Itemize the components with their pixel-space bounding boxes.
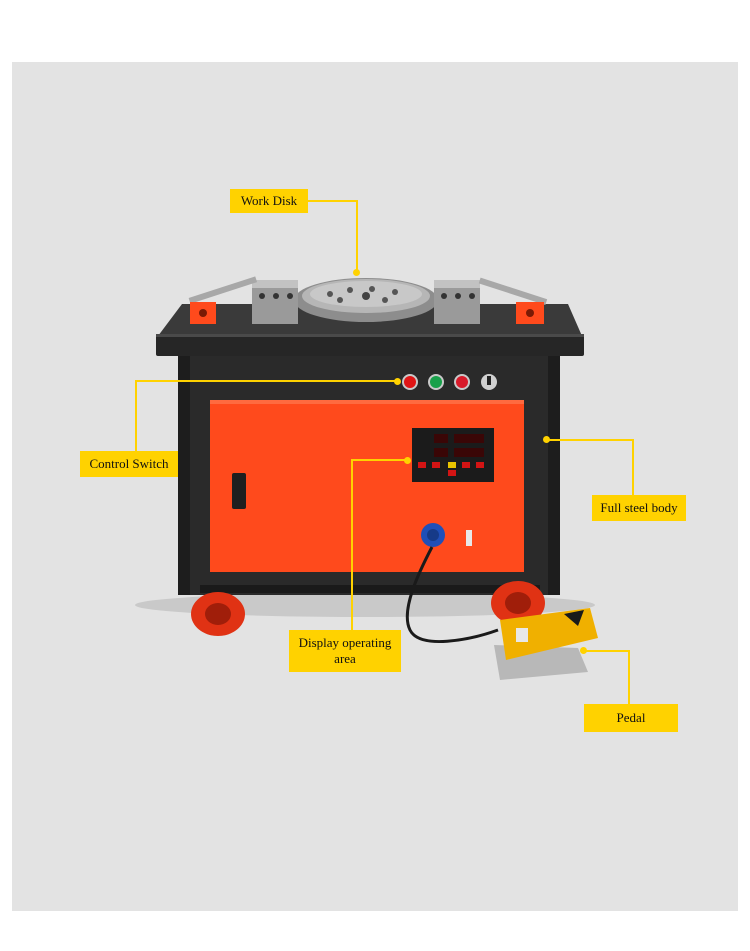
control-switch-leader-v [135, 380, 137, 451]
full-steel-body-text: Full steel body [600, 500, 678, 516]
work-disk-label: Work Disk [230, 189, 308, 213]
display-operating-area-leader-h [351, 459, 407, 461]
control-switch-leader-h [135, 380, 397, 382]
right-wheel [491, 581, 545, 625]
foot-pedal [494, 608, 598, 680]
full-steel-body-label: Full steel body [592, 495, 686, 521]
left-guide [188, 276, 298, 324]
pedal-text: Pedal [616, 710, 646, 726]
pedal-label: Pedal [584, 704, 678, 732]
work-disk-leader-h [308, 200, 358, 202]
full-steel-body-leader-h [548, 439, 634, 441]
display-operating-panel [412, 428, 494, 482]
work-disk-leader-v [356, 200, 358, 272]
pedal-leader-h [584, 650, 630, 652]
control-switch-row [402, 374, 497, 390]
display-operating-area-label: Display operating area [289, 630, 401, 672]
right-guide [434, 277, 548, 324]
pedal-leader-v [628, 650, 630, 704]
full-steel-body-dot [543, 436, 550, 443]
full-steel-body-leader-v [632, 439, 634, 495]
display-operating-area-dot [404, 457, 411, 464]
display-operating-area-leader-v [351, 459, 353, 630]
power-socket [421, 523, 472, 547]
work-disk-dot [353, 269, 360, 276]
display-operating-area-text-line1: Display operating [298, 635, 392, 651]
display-operating-area-text-line2: area [334, 651, 356, 666]
pedal-dot [580, 647, 587, 654]
control-switch-label: Control Switch [80, 451, 178, 477]
control-switch-text: Control Switch [89, 456, 169, 472]
work-disk-text: Work Disk [240, 193, 298, 209]
orange-front-door [210, 400, 524, 572]
control-switch-dot [394, 378, 401, 385]
work-disk [294, 278, 438, 322]
left-wheel [191, 592, 245, 636]
